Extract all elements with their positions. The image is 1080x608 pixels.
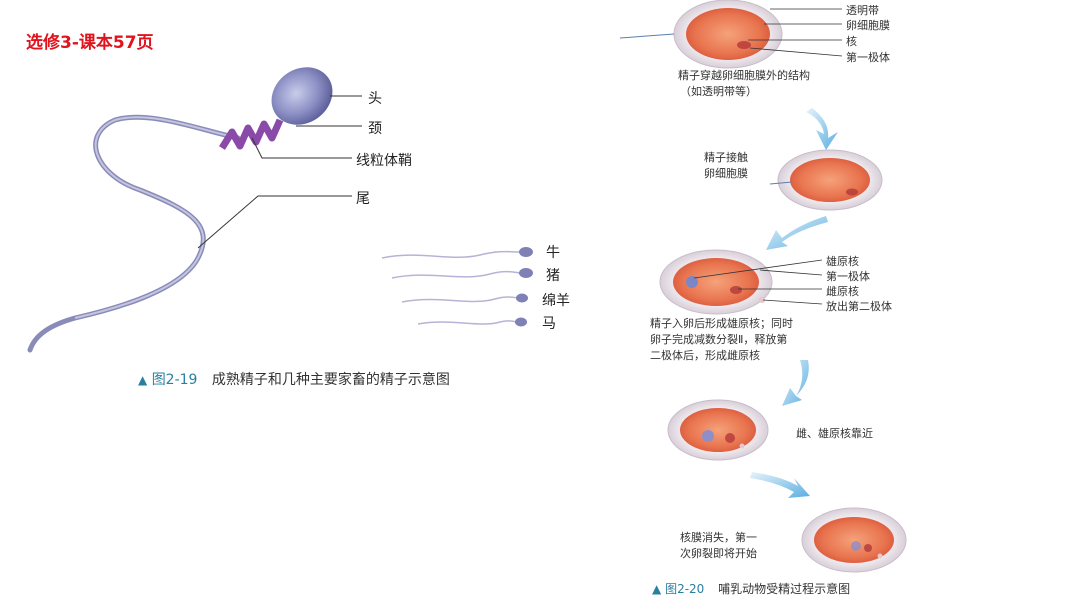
flow-arrow-1: [806, 108, 838, 150]
label-neck: 颈: [368, 121, 382, 137]
label-tail: 尾: [356, 191, 370, 207]
sperm-tail: [27, 114, 241, 353]
fig19-leader-lines: [197, 95, 362, 249]
flow-arrow-2: [766, 216, 828, 250]
label-head: 头: [368, 91, 382, 107]
caption-marker: ▲: [138, 373, 148, 387]
fig20-caption: ▲ 图2-20 哺乳动物受精过程示意图: [652, 580, 850, 597]
egg-step1: [619, 0, 783, 69]
step5-text-line1: 核膜消失，第一: [680, 531, 757, 544]
label-male-pronucleus: 雄原核: [826, 255, 859, 268]
species-label-horse: 马: [542, 316, 556, 332]
caption-marker-2: ▲: [652, 582, 662, 596]
label-first-polar-body-3: 第一极体: [826, 270, 870, 283]
fig19-title: 成熟精子和几种主要家畜的精子示意图: [211, 372, 450, 388]
egg-step4: [667, 399, 769, 461]
mitochondrial-sheath: [219, 118, 284, 150]
label-egg-membrane: 卵细胞膜: [846, 19, 890, 32]
species-label-pig: 猪: [546, 268, 560, 284]
egg-step2: [769, 149, 883, 211]
egg1-leader-lines: [748, 8, 843, 57]
fig20-title: 哺乳动物受精过程示意图: [718, 582, 851, 596]
sperm-head: [271, 67, 333, 125]
label-zona-pellucida: 透明带: [846, 4, 879, 17]
fig20-number: 图2-20: [665, 582, 705, 596]
label-first-polar-body: 第一极体: [846, 51, 890, 64]
label-nucleus: 核: [846, 35, 857, 48]
species-sperm-group: [381, 250, 521, 325]
step1-text-line1: 精子穿越卵细胞膜外的结构: [678, 69, 810, 82]
flow-arrow-3: [782, 360, 809, 406]
step4-text: 雌、雄原核靠近: [796, 427, 873, 440]
fig19-caption: ▲ 图2-19 成熟精子和几种主要家畜的精子示意图: [138, 369, 450, 389]
flow-arrow-4: [750, 472, 810, 498]
sperm-illustration: [27, 67, 333, 353]
slide-title: 选修3-课本57页: [26, 33, 154, 53]
egg-step3: [659, 249, 773, 315]
label-female-pronucleus: 雌原核: [826, 285, 859, 298]
label-release-second-polar-body: 放出第二极体: [826, 300, 892, 313]
egg-step5: [801, 507, 907, 573]
fig19-number: 图2-19: [151, 372, 198, 388]
step3-text-line2: 卵子完成减数分裂Ⅱ，释放第: [650, 333, 788, 346]
species-label-sheep: 绵羊: [542, 293, 570, 309]
species-label-cattle: 牛: [546, 245, 560, 261]
step3-text-line3: 二极体后，形成雌原核: [650, 349, 760, 362]
step2-text-line1: 精子接触: [704, 151, 748, 164]
label-mitochondrial-sheath: 线粒体鞘: [356, 153, 412, 169]
species-sperm-heads: [515, 247, 533, 327]
step1-text-line2: （如透明带等）: [680, 85, 757, 98]
step5-text-line2: 次卵裂即将开始: [680, 547, 757, 560]
step2-text-line2: 卵细胞膜: [704, 167, 748, 180]
egg3-leader-lines: [693, 259, 823, 305]
step3-text-line1: 精子入卵后形成雄原核；同时: [650, 317, 793, 330]
